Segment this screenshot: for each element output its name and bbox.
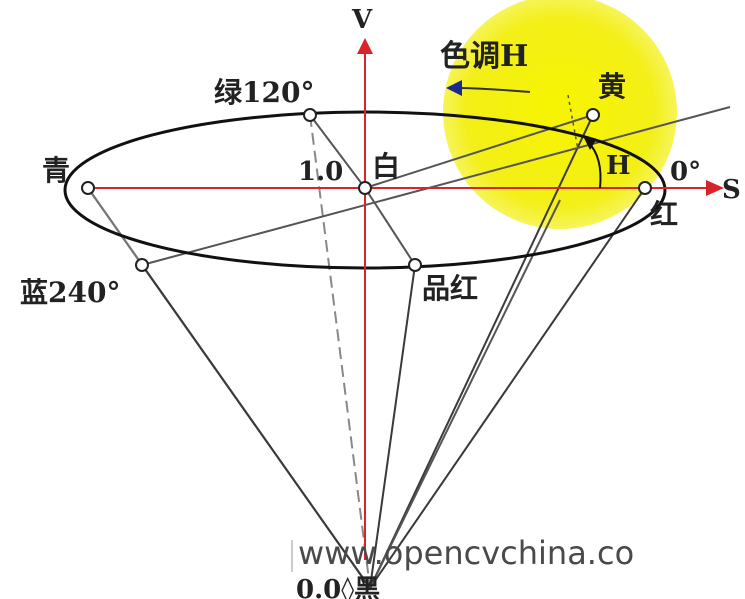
label-blue: 蓝240° (20, 276, 120, 309)
label-white: 白 (372, 150, 400, 183)
hue-title: 色调H (440, 39, 528, 74)
hue-angle-label: H (606, 151, 631, 181)
hue-direction-arrow (457, 87, 531, 93)
yellow-highlight (443, 0, 677, 229)
label-white-value: 1.0 (298, 157, 343, 187)
v-axis-arrow (357, 38, 373, 54)
point-markers (81, 108, 652, 272)
s-axis-arrow (706, 180, 724, 196)
hue-angle-arrowhead (584, 138, 596, 150)
v-axis-label: V (351, 5, 373, 35)
label-red: 红 (650, 198, 678, 231)
s-axis-label: S (722, 175, 741, 205)
label-green: 绿120° (214, 76, 314, 109)
label-magenta: 品红 (422, 272, 478, 305)
watermark: www.opencvchina.co (298, 534, 634, 572)
point-red (638, 181, 652, 195)
label-yellow: 黄 (598, 70, 626, 103)
cone-lines (87, 114, 646, 589)
hue-arrowhead (446, 80, 462, 96)
point-blue (135, 258, 149, 272)
yellow-marker (567, 94, 579, 151)
label-black: 0.0◊黑 (296, 575, 380, 599)
center-spokes (87, 106, 731, 266)
point-yellow (586, 108, 600, 122)
point-green (303, 108, 317, 122)
point-cyan (81, 181, 95, 195)
point-magenta (408, 258, 422, 272)
point-white (358, 181, 372, 195)
label-red-angle: 0° (670, 157, 701, 187)
label-cyan: 青 (42, 154, 70, 187)
